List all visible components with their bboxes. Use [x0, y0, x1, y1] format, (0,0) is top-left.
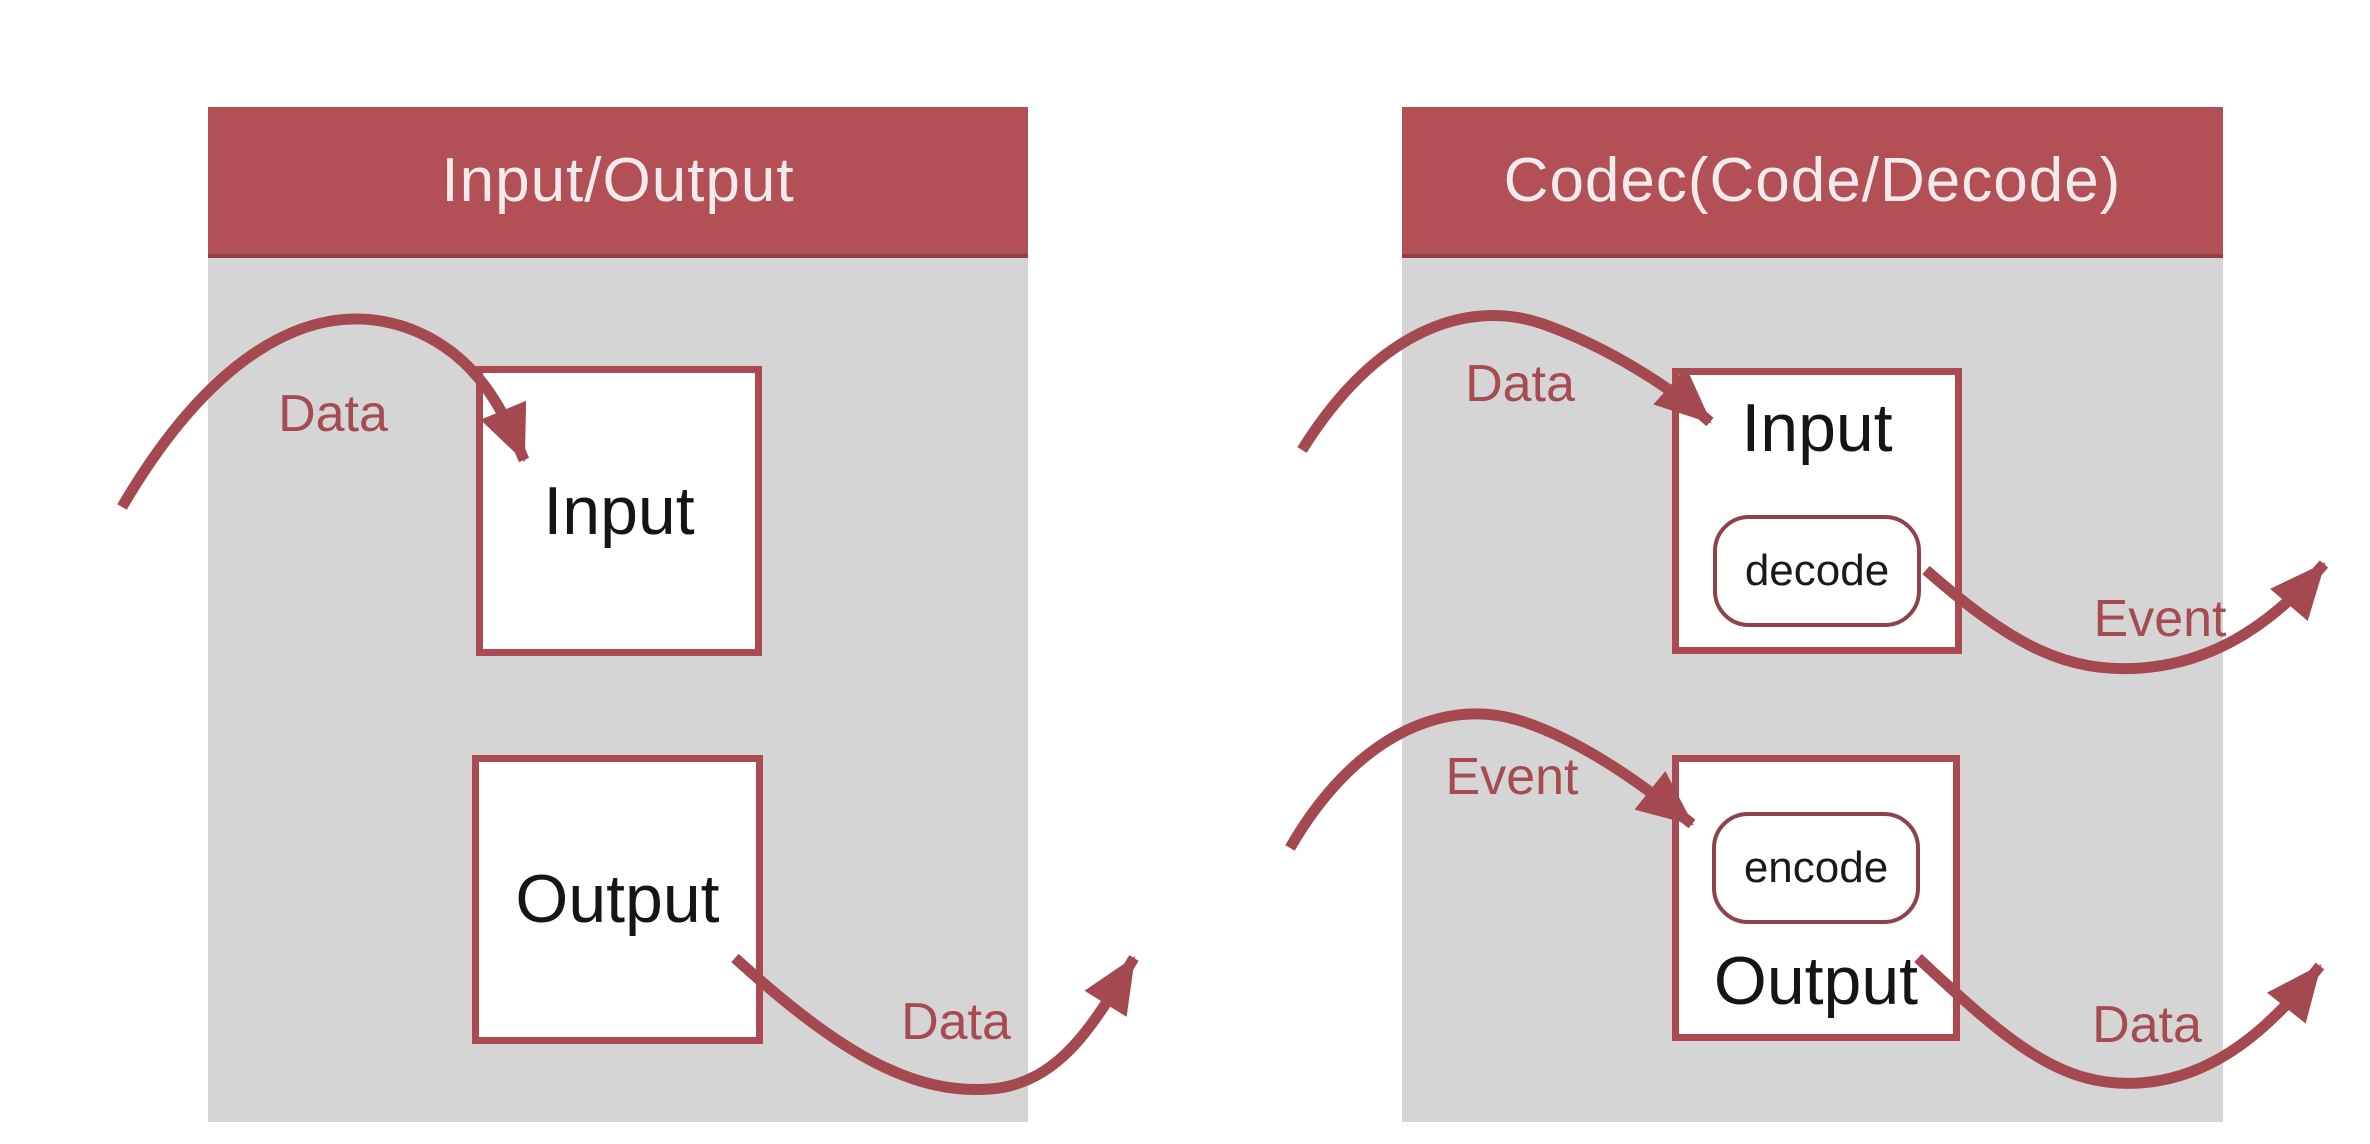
io-output-box-label: Output	[515, 861, 720, 938]
codec-output-box: encode Output	[1672, 755, 1960, 1041]
decode-pill: decode	[1713, 515, 1921, 627]
encode-pill-label: encode	[1743, 843, 1889, 892]
io-panel-header: Input/Output	[208, 107, 1028, 258]
codec-data-in-label: Data	[1465, 355, 1575, 413]
encode-pill: encode	[1712, 812, 1920, 924]
codec-input-box-label: Input	[1741, 390, 1893, 466]
io-output-box: Output	[472, 755, 763, 1044]
io-data-in-label: Data	[278, 385, 388, 443]
io-input-box-label: Input	[543, 472, 695, 549]
codec-data-out-label: Data	[2092, 996, 2202, 1054]
decode-pill-label: decode	[1744, 546, 1890, 595]
io-panel-title: Input/Output	[441, 146, 795, 215]
io-input-box: Input	[476, 366, 762, 656]
codec-panel-header: Codec(Code/Decode)	[1402, 107, 2223, 258]
io-data-out-label: Data	[901, 993, 1011, 1051]
codec-event-out-label: Event	[2093, 590, 2227, 648]
codec-input-box: Input decode	[1672, 368, 1962, 654]
codec-panel-title: Codec(Code/Decode)	[1503, 146, 2122, 215]
codec-output-box-label: Output	[1713, 943, 1919, 1019]
codec-event-in-label: Event	[1445, 748, 1579, 806]
